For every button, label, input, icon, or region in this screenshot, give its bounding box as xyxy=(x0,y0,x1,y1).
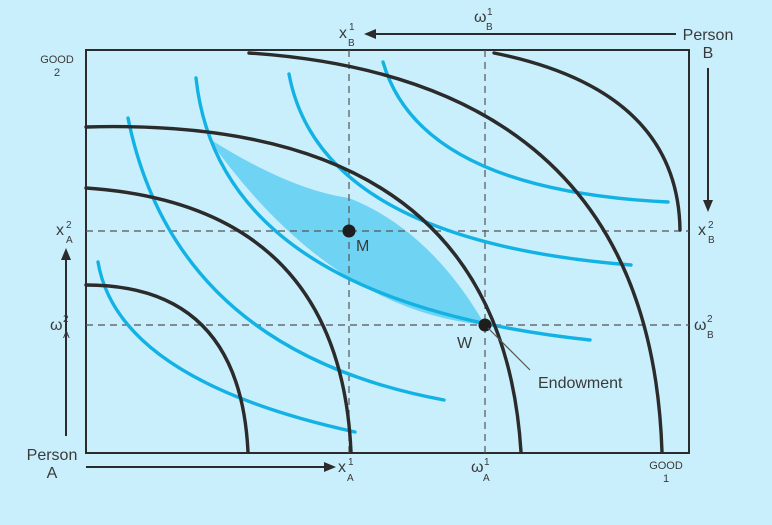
arrow-person-a-up-head xyxy=(61,248,71,260)
svg-text:x: x xyxy=(338,459,346,476)
svg-text:ω: ω xyxy=(474,9,487,26)
omega-a1-label: ω 1 A xyxy=(471,457,490,484)
direction-arrows xyxy=(61,29,713,472)
svg-text:x: x xyxy=(339,25,347,42)
svg-text:A: A xyxy=(63,330,70,341)
omega-b1-label: ω 1 B xyxy=(474,7,493,33)
b-curve-3 xyxy=(126,116,446,402)
person-a-indifference-curves xyxy=(84,51,682,454)
arrow-person-a-right-head xyxy=(324,462,336,472)
svg-text:x: x xyxy=(698,222,706,239)
svg-text:B: B xyxy=(708,235,715,246)
b-curve-0 xyxy=(381,60,670,204)
svg-text:ω: ω xyxy=(471,459,484,476)
svg-text:A: A xyxy=(66,235,73,246)
person-b-label-line1: Person xyxy=(683,27,734,44)
good2-label-line2: 2 xyxy=(54,67,60,79)
a-curve-1 xyxy=(84,283,250,454)
good1-label-line2: 1 xyxy=(663,473,669,485)
a-curve-5 xyxy=(492,51,682,232)
svg-text:2: 2 xyxy=(707,314,713,325)
svg-text:1: 1 xyxy=(348,457,354,468)
x-a2-label: x 2 A xyxy=(56,220,73,246)
svg-text:B: B xyxy=(707,330,714,341)
x-b2-label: x 2 B xyxy=(698,220,715,246)
svg-text:2: 2 xyxy=(708,220,714,231)
b-curve-1 xyxy=(287,72,633,267)
a-curve-2 xyxy=(84,186,353,454)
x-a1-label: x 1 A xyxy=(338,457,354,484)
guide-lines xyxy=(86,50,689,453)
person-a-label-line1: Person xyxy=(27,447,78,464)
point-w-label: W xyxy=(457,335,473,352)
person-a-label-line2: A xyxy=(47,465,58,482)
a-curve-4 xyxy=(247,51,664,454)
svg-text:1: 1 xyxy=(487,7,493,18)
svg-text:x: x xyxy=(56,222,64,239)
endowment-label: Endowment xyxy=(538,375,623,392)
person-b-label-line2: B xyxy=(703,45,714,62)
svg-text:B: B xyxy=(486,22,493,33)
point-m-label: M xyxy=(356,238,369,255)
svg-text:B: B xyxy=(348,38,355,49)
arrow-person-b-left-head xyxy=(364,29,376,39)
svg-text:ω: ω xyxy=(50,317,63,334)
svg-text:2: 2 xyxy=(66,220,72,231)
omega-a2-label: ω 2 A xyxy=(50,314,70,341)
svg-text:1: 1 xyxy=(349,22,355,33)
a-curve-3 xyxy=(84,124,523,454)
x-b1-label: x 1 B xyxy=(339,22,355,49)
good1-label-line1: GOOD xyxy=(649,460,683,472)
svg-text:2: 2 xyxy=(63,314,69,325)
good2-label-line1: GOOD xyxy=(40,54,74,66)
endowment-leader-line xyxy=(487,327,531,371)
svg-text:A: A xyxy=(483,473,490,484)
svg-text:1: 1 xyxy=(484,457,490,468)
svg-text:A: A xyxy=(347,473,354,484)
b-curve-4 xyxy=(96,260,357,434)
omega-b2-label: ω 2 B xyxy=(694,314,714,341)
point-m-dot xyxy=(342,224,356,238)
svg-text:ω: ω xyxy=(694,317,707,334)
arrow-person-b-down-head xyxy=(703,200,713,212)
edgeworth-box xyxy=(85,49,690,454)
